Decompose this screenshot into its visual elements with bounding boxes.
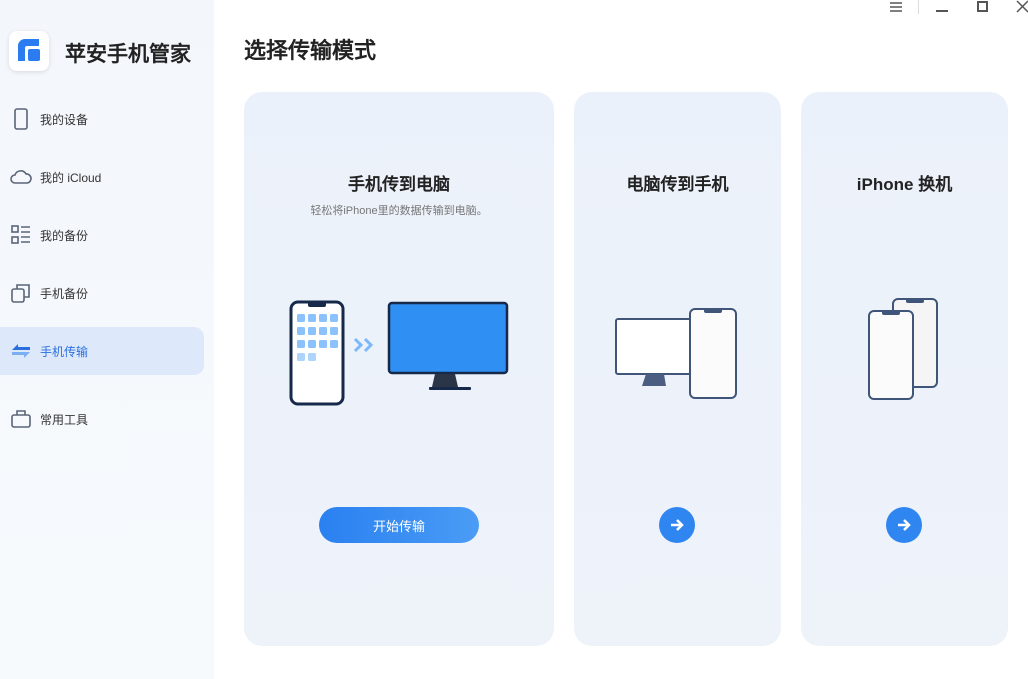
- copy-icon: [10, 282, 32, 304]
- transfer-icon: [10, 340, 32, 362]
- sidebar-item-icloud[interactable]: 我的 iCloud: [0, 153, 204, 201]
- start-transfer-button[interactable]: 开始传输: [319, 507, 479, 543]
- list-icon: [10, 224, 32, 246]
- minimize-button[interactable]: [932, 0, 952, 14]
- pc-to-phone-arrow-button[interactable]: [659, 507, 695, 543]
- sidebar-item-phone-backup[interactable]: 手机备份: [0, 269, 204, 317]
- sidebar-item-label: 我的 iCloud: [40, 170, 102, 185]
- card-title: 手机传到电脑: [348, 175, 450, 194]
- close-button[interactable]: [1012, 0, 1028, 14]
- sidebar-item-my-device[interactable]: 我的设备: [0, 95, 204, 143]
- card-pc-to-phone[interactable]: 电脑传到手机: [574, 92, 781, 646]
- maximize-button[interactable]: [972, 0, 992, 14]
- card-subtitle: 轻松将iPhone里的数据传输到电脑。: [310, 205, 488, 217]
- phone-switch-illustration: [868, 298, 938, 400]
- app-name: 苹安手机管家: [65, 43, 191, 66]
- sidebar-item-my-backup[interactable]: 我的备份: [0, 211, 204, 259]
- cloud-icon: [10, 166, 32, 188]
- page-title: 选择传输模式: [244, 38, 377, 63]
- card-title: iPhone 换机: [856, 175, 953, 194]
- iphone-switch-arrow-button[interactable]: [886, 507, 922, 543]
- sidebar-item-label: 手机传输: [40, 344, 89, 359]
- card-iphone-switch[interactable]: iPhone 换机: [801, 92, 1008, 646]
- sidebar-item-label: 手机备份: [40, 286, 89, 301]
- toolbox-icon: [10, 408, 32, 430]
- card-title: 电脑传到手机: [626, 175, 729, 194]
- divider: [918, 0, 919, 14]
- phone-to-pc-illustration: [289, 300, 509, 406]
- sidebar: 苹安手机管家 我的设备 我的 iCloud 我的备份 手机备份 手机传输 常用工…: [0, 0, 214, 679]
- menu-button[interactable]: [886, 0, 906, 14]
- sidebar-item-tools[interactable]: 常用工具: [0, 395, 204, 443]
- sidebar-item-label: 我的备份: [40, 228, 89, 243]
- sidebar-item-label: 我的设备: [40, 112, 89, 127]
- phone-icon: [10, 108, 32, 130]
- sidebar-item-phone-transfer[interactable]: 手机传输: [0, 327, 204, 375]
- app-logo: [9, 31, 49, 71]
- card-phone-to-pc[interactable]: 手机传到电脑 轻松将iPhone里的数据传输到电脑。 开始传输: [244, 92, 554, 646]
- sidebar-item-label: 常用工具: [40, 412, 89, 427]
- pc-to-phone-illustration: [615, 308, 737, 399]
